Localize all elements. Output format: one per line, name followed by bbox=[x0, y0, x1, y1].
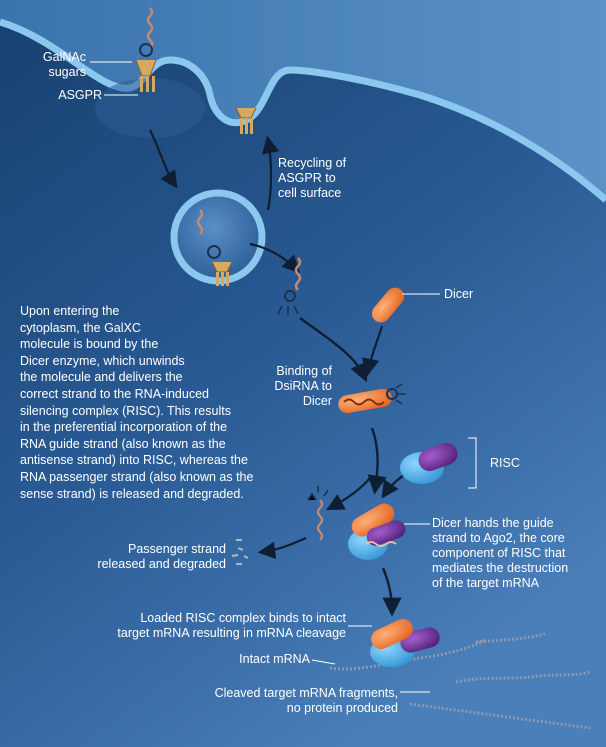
label-recycling-line3: cell surface bbox=[278, 186, 342, 200]
description-line: RNA passenger strand (also known as the bbox=[20, 469, 254, 484]
description-line: molecule is bound by the bbox=[20, 337, 159, 352]
label-handoff-line1: Dicer hands the guide bbox=[432, 516, 554, 530]
label-passenger-line2: released and degraded bbox=[97, 557, 226, 571]
description-line: correct strand to the RNA-induced bbox=[20, 386, 209, 401]
label-galnac-line1: GalNAc bbox=[42, 50, 86, 64]
label-binding-line1: Binding of bbox=[276, 364, 332, 378]
arrow-to-binding bbox=[299, 317, 369, 383]
cleaved-fragment-1 bbox=[455, 670, 591, 684]
label-recycling: Recycling of ASGPR to cell surface bbox=[278, 156, 346, 201]
arrow-recycling bbox=[261, 135, 280, 211]
label-recycling-line2: ASGPR to bbox=[278, 171, 336, 185]
description-line: antisense strand) into RISC, whereas the bbox=[20, 453, 248, 468]
label-galnac: GalNAc sugars bbox=[30, 50, 86, 80]
arrow-to-passenger bbox=[326, 477, 371, 511]
label-risc: RISC bbox=[490, 456, 520, 470]
label-loaded: Loaded RISC complex binds to intact targ… bbox=[90, 611, 346, 641]
description-line: sense strand) is released and degraded. bbox=[20, 486, 244, 501]
passenger-strand bbox=[316, 499, 324, 541]
label-passenger: Passenger strand released and degraded bbox=[60, 542, 226, 572]
arrow-endocytosis bbox=[149, 129, 178, 189]
label-intact-mrna: Intact mRNA bbox=[239, 652, 310, 666]
label-handoff-line2: strand to Ago2, the core bbox=[432, 531, 565, 545]
arrow-dicer-to-binding bbox=[361, 325, 384, 377]
handoff-dicer bbox=[351, 503, 395, 537]
handoff-purple bbox=[366, 520, 406, 546]
arrow-endosomal-escape bbox=[249, 242, 301, 274]
label-binding-line3: Dicer bbox=[302, 394, 332, 408]
intact-mrna-leader bbox=[311, 659, 336, 665]
label-cleaved-line1: Cleaved target mRNA fragments, bbox=[214, 686, 398, 700]
label-handoff: Dicer hands the guide strand to Ago2, th… bbox=[432, 516, 568, 591]
label-cleaved: Cleaved target mRNA fragments, no protei… bbox=[190, 686, 398, 716]
label-loaded-line1: Loaded RISC complex binds to intact bbox=[140, 611, 346, 625]
galxc-molecule-cytoplasm bbox=[294, 257, 302, 291]
galxc-molecule-surface bbox=[146, 7, 154, 49]
label-loaded-line2: target mRNA resulting in mRNA cleavage bbox=[117, 626, 346, 640]
label-recycling-line1: Recycling of bbox=[278, 156, 347, 170]
label-binding: Binding of DsiRNA to Dicer bbox=[250, 364, 332, 409]
description-line: Upon entering the bbox=[20, 304, 120, 318]
endocytic-pit-shadow bbox=[95, 78, 205, 138]
label-binding-line2: DsiRNA to bbox=[274, 379, 332, 393]
label-passenger-line1: Passenger strand bbox=[128, 542, 226, 556]
arrow-to-loaded bbox=[381, 567, 402, 617]
label-handoff-line4: mediates the destruction bbox=[432, 561, 569, 575]
dicer-enzyme bbox=[371, 287, 405, 323]
label-cleaved-line2: no protein produced bbox=[286, 701, 398, 715]
loaded-risc-orange bbox=[371, 618, 413, 650]
description-line: the molecule and delivers the bbox=[20, 370, 183, 385]
label-handoff-line3: component of RISC that bbox=[432, 546, 566, 560]
risc-bracket bbox=[468, 437, 477, 489]
description-line: cytoplasm, the GalXC bbox=[20, 320, 141, 335]
arrow-to-degraded bbox=[257, 536, 307, 560]
label-galnac-line2: sugars bbox=[48, 65, 86, 79]
description-line: Dicer enzyme, which unwinds bbox=[20, 353, 185, 368]
degraded-fragments bbox=[231, 539, 249, 565]
intact-mrna bbox=[329, 638, 486, 671]
description-paragraph: Upon entering the cytoplasm, the GalXC m… bbox=[20, 303, 305, 502]
arrow-to-handoff bbox=[367, 427, 387, 495]
label-asgpr: ASGPR bbox=[58, 88, 102, 102]
label-handoff-line5: of the target mRNA bbox=[432, 576, 539, 590]
description-line: silencing complex (RISC). This results bbox=[20, 403, 231, 418]
risc-complex-purple bbox=[418, 442, 458, 472]
description-line: RNA guide strand (also known as the bbox=[20, 436, 226, 451]
label-dicer: Dicer bbox=[444, 287, 474, 301]
description-line: in the preferential incorporation of the bbox=[20, 420, 228, 435]
